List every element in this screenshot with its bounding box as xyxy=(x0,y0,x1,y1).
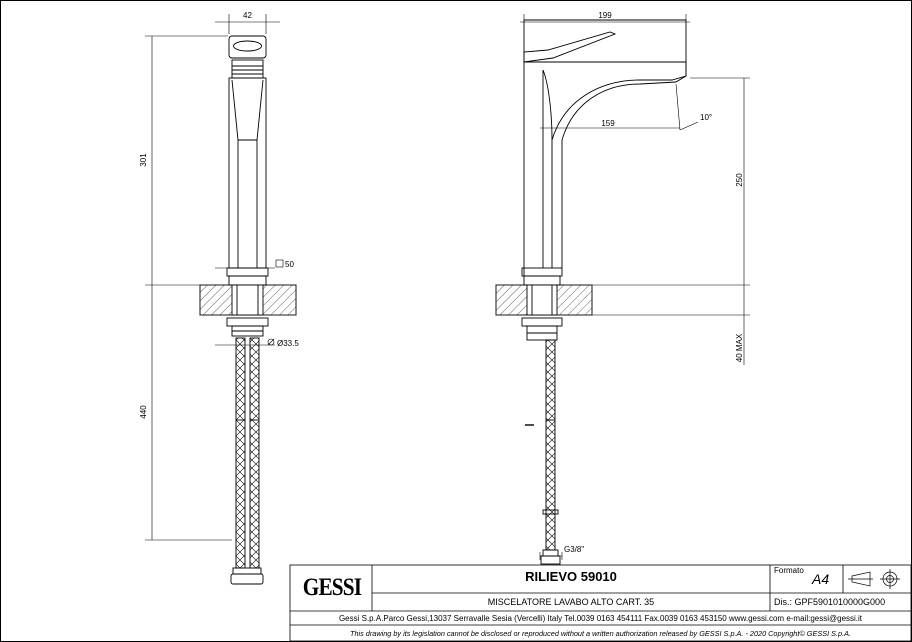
product-description: MISCELATORE LAVABO ALTO CART. 35 xyxy=(487,597,655,607)
dim-max-thickness: 40 MAX xyxy=(735,333,744,362)
side-view xyxy=(495,19,687,565)
front-view-dimensions xyxy=(145,14,284,541)
dim-thread: G3/8" xyxy=(564,545,584,554)
dim-spout-angle: 10° xyxy=(700,113,712,122)
format-label: Formato xyxy=(774,566,804,575)
dim-diameter: Ø33.5 xyxy=(277,339,299,348)
side-view-dimensions xyxy=(520,14,750,560)
front-view xyxy=(199,35,297,585)
dim-width-top: 42 xyxy=(243,11,252,20)
dim-hose-length: 440 xyxy=(139,405,148,419)
projection-symbol-icon xyxy=(848,569,900,589)
title-block-grid xyxy=(289,564,912,642)
dim-height-total: 301 xyxy=(139,153,148,167)
gessi-logo: GESSI xyxy=(302,574,362,601)
dim-square-base: 50 xyxy=(285,260,294,269)
company-info: Gessi S.p.A.Parco Gessi,13037 Serravalle… xyxy=(338,614,863,623)
dim-spout-reach: 159 xyxy=(601,119,615,128)
dim-width-side: 199 xyxy=(598,11,612,20)
drawing-number: Dis.: GPF5901010000G000 xyxy=(774,597,886,607)
product-name: RILIEVO 59010 xyxy=(525,569,617,584)
format-value: A4 xyxy=(812,571,830,587)
copyright-disclaimer: This drawing by its legislation cannot b… xyxy=(349,629,852,638)
dim-spout-height: 250 xyxy=(735,173,744,187)
